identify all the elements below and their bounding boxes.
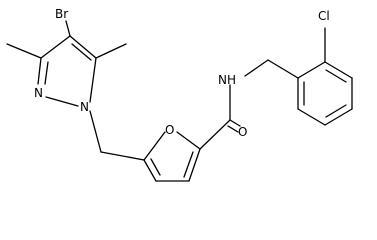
bond-n-ch2 xyxy=(244,59,269,77)
bond-n1-c5 xyxy=(89,57,97,103)
bond-c5-methyl xyxy=(95,43,127,59)
bond-c3-n2 xyxy=(37,57,42,85)
bond-o-c2f xyxy=(176,131,201,150)
bond-carbonyl-o-inner xyxy=(227,125,239,133)
pyrazole-n2-label: N xyxy=(34,86,43,100)
bond-c2f-c3f xyxy=(188,148,201,182)
bond-c2f-c3f-inner xyxy=(183,151,194,178)
canvas-background xyxy=(0,0,377,190)
bond-c3-methyl xyxy=(6,43,42,59)
bond-c3-n2-inner xyxy=(44,61,49,85)
pyrazole-ring xyxy=(37,35,97,107)
bond-c4-br xyxy=(65,20,71,37)
bond-p2-p3-inner xyxy=(325,69,347,83)
chemical-structure-diagram: Br N N O O NH Cl xyxy=(0,0,377,190)
bond-p4-p5-inner xyxy=(325,104,347,118)
bond-p2-p3 xyxy=(324,61,353,79)
bond-ch2-furan xyxy=(100,151,145,161)
bond-n1-ch2 xyxy=(89,110,102,153)
pyrazole-n1-label: N xyxy=(80,100,89,114)
bond-c2f-carbonyl xyxy=(199,119,231,150)
bond-p5-p6 xyxy=(297,108,326,126)
amide-nh-label: NH xyxy=(218,73,236,87)
chlorine-label: Cl xyxy=(318,9,330,23)
bond-n2-n1 xyxy=(45,96,79,107)
bond-c4-c3 xyxy=(40,35,71,59)
bond-c4-c5-inner xyxy=(71,43,92,61)
benzene-ring xyxy=(297,61,353,126)
bond-p1-p2 xyxy=(297,61,326,79)
bond-p4-p5 xyxy=(324,108,353,126)
bond-carbonyl-o xyxy=(229,119,241,127)
furan-oxygen-label: O xyxy=(165,123,174,137)
bond-c4-c5 xyxy=(69,35,97,59)
carbonyl-oxygen-label: O xyxy=(238,125,247,139)
bond-c4f-c5f xyxy=(143,159,157,182)
furan-ring xyxy=(143,131,201,182)
bond-c5f-o xyxy=(143,131,166,161)
bond-c4f-c5f-inner xyxy=(150,158,161,176)
bond-ch2-phenyl xyxy=(267,59,299,79)
bromine-label: Br xyxy=(55,7,68,21)
